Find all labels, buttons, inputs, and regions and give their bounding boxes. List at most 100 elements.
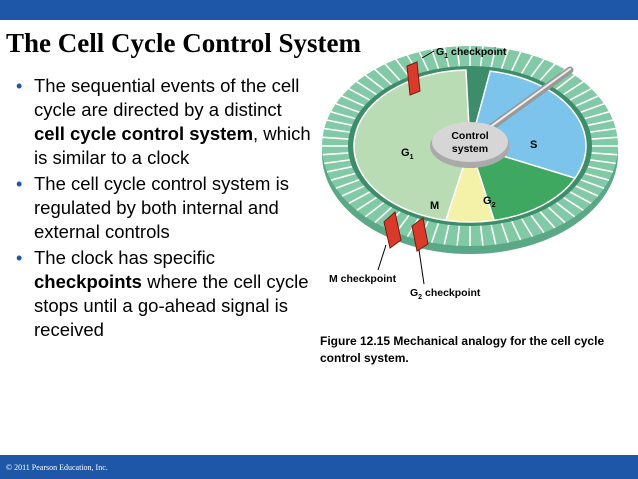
ring-tick xyxy=(555,201,576,218)
ring-tick xyxy=(500,223,510,243)
m-phase-label: M xyxy=(430,200,439,212)
g2-checkpoint-label: G2 checkpoint xyxy=(410,287,481,301)
ring-tick xyxy=(456,225,461,246)
ring-tick xyxy=(520,218,534,238)
m-checkpoint-leader xyxy=(377,244,387,271)
ring-tick xyxy=(520,54,534,74)
ring-tick xyxy=(490,47,497,68)
bullet-text: where the cell cycle stops until a go-ah… xyxy=(34,271,309,340)
ring-tick xyxy=(547,206,566,224)
m-checkpoint-label: M checkpoint xyxy=(329,273,397,285)
ring-tick xyxy=(511,51,522,72)
sector-m xyxy=(444,143,496,223)
ring-tick xyxy=(341,95,365,107)
copyright-text: © 2011 Pearson Education, Inc. xyxy=(6,463,108,472)
ring-tick xyxy=(584,111,610,120)
g1-checkpoint-flag xyxy=(406,61,421,96)
control-system-label: Control xyxy=(451,130,488,142)
m-checkpoint-flag xyxy=(383,211,402,249)
top-banner xyxy=(0,0,638,20)
s-phase-label: S xyxy=(530,139,537,151)
ring-tick xyxy=(322,152,349,156)
ring-tick xyxy=(479,46,484,67)
ring-tick xyxy=(348,191,371,205)
ring-tick xyxy=(364,74,385,91)
slide-title: The Cell Cycle Control System xyxy=(6,28,361,58)
g2-checkpoint-flag xyxy=(411,217,429,252)
bullet-text: The clock has specific xyxy=(34,247,215,268)
ring-tick xyxy=(430,223,440,243)
cell-cycle-diagram: G1 checkpoint Control system G1 S M G2 M… xyxy=(322,46,618,301)
ring-tick xyxy=(384,63,401,82)
g1-checkpoint-leader xyxy=(421,50,435,59)
ring-tick xyxy=(575,95,599,107)
bullet-bold-text: cell cycle control system xyxy=(34,123,254,144)
bullet-text: , which is similar to a clock xyxy=(34,123,311,168)
ring-tick xyxy=(326,119,353,127)
ring-tick xyxy=(374,68,393,86)
footer-banner xyxy=(0,455,638,479)
ring-tick xyxy=(324,159,350,165)
ring-tick xyxy=(324,127,350,133)
bullet-item: • The sequential events of the cell cycl… xyxy=(14,74,314,170)
ring-tick xyxy=(591,136,618,140)
ring-tick xyxy=(356,196,377,211)
bullet-icon: • xyxy=(16,76,23,96)
ring-tick xyxy=(563,196,584,211)
ring-tick xyxy=(580,102,605,113)
ring-tick xyxy=(374,206,393,224)
bullet-text: The sequential events of the cell cycle … xyxy=(34,75,300,120)
ring-tick xyxy=(395,58,410,78)
ring-tick xyxy=(326,165,353,173)
ring-tick xyxy=(569,191,592,205)
ring-tick xyxy=(591,152,618,156)
ring-tick xyxy=(330,172,356,181)
ring-tick xyxy=(555,74,576,91)
bullet-list: • The sequential events of the cell cycl… xyxy=(14,74,314,344)
ring-tick xyxy=(500,49,510,69)
ring-tick xyxy=(587,119,614,127)
ring-tick xyxy=(580,179,605,190)
figure-caption: Figure 12.15 Mechanical analogy for the … xyxy=(320,334,605,365)
ring-tick xyxy=(590,127,616,133)
ring-tick xyxy=(335,102,360,113)
bullet-icon: • xyxy=(16,248,23,268)
ring-tick xyxy=(443,47,450,68)
ring-tick xyxy=(341,185,365,197)
control-system-hub-top xyxy=(432,122,508,162)
ring-tick xyxy=(335,179,360,190)
ring-tick xyxy=(456,46,461,67)
ring-tick xyxy=(330,111,356,120)
g2-checkpoint-leader xyxy=(418,249,425,285)
ring-tick xyxy=(530,214,545,234)
sector-g2 xyxy=(468,144,577,222)
ring-tick xyxy=(511,220,522,241)
g1-checkpoint-label: G1 checkpoint xyxy=(436,46,507,60)
control-system-label: system xyxy=(452,143,488,155)
ring-tick xyxy=(364,201,385,218)
ring-tick xyxy=(584,172,610,181)
ring-tick xyxy=(587,165,614,173)
bullet-icon: • xyxy=(16,174,23,194)
ring-tick xyxy=(418,51,429,72)
ring-tick xyxy=(539,210,556,229)
ring-tick xyxy=(539,63,556,82)
ring-tick xyxy=(348,87,371,101)
ring-tick xyxy=(322,136,349,140)
sector-g1 xyxy=(353,69,471,222)
ring-tick xyxy=(530,58,545,78)
ring-tick xyxy=(575,185,599,197)
ring-tick xyxy=(479,225,484,246)
bullet-text: The cell cycle control system is regulat… xyxy=(34,173,289,242)
ring-tick xyxy=(490,224,497,245)
ring-tick xyxy=(430,49,440,69)
bullet-bold-text: checkpoints xyxy=(34,271,142,292)
bullet-item: • The cell cycle control system is regul… xyxy=(14,172,314,244)
g2-phase-label: G2 xyxy=(483,195,496,209)
ring-tick xyxy=(443,224,450,245)
ring-tick xyxy=(356,81,377,96)
g1-phase-label: G1 xyxy=(401,147,414,161)
ring-tick xyxy=(569,87,592,101)
bullet-item: • The clock has specific checkpoints whe… xyxy=(14,246,314,342)
ring-tick xyxy=(563,81,584,96)
